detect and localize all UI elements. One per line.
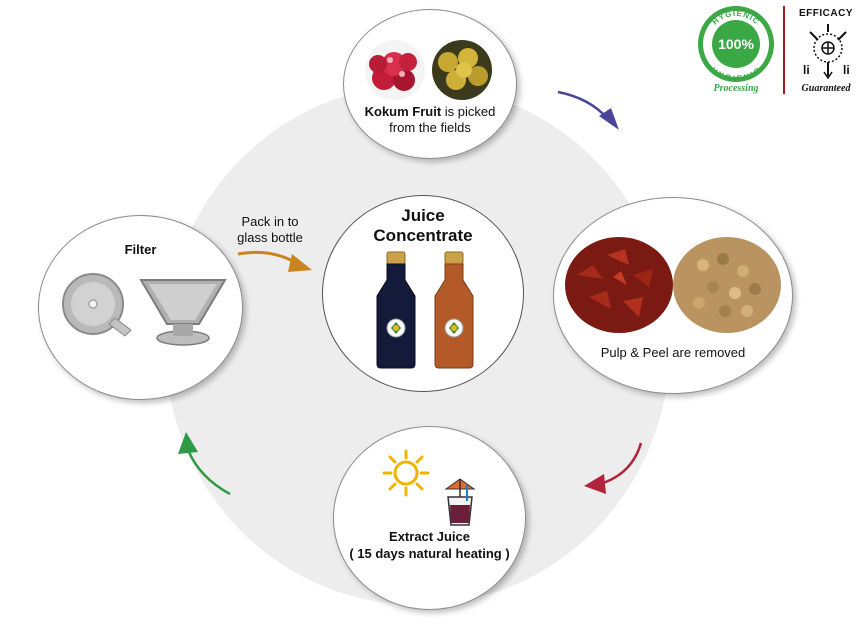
dark-juice-bottle bbox=[376, 251, 416, 369]
step-extract-node: Extract Juice ( 15 days natural heating … bbox=[333, 426, 526, 610]
efficacy-title: EFFICACY bbox=[799, 8, 853, 19]
sun-icon bbox=[382, 449, 430, 497]
center-title-line1: Juice bbox=[401, 206, 445, 225]
juice-concentrate-node: Juice Concentrate bbox=[322, 195, 524, 392]
efficacy-caption: Guaranteed bbox=[801, 83, 851, 94]
svg-text:li: li bbox=[803, 63, 810, 77]
hygienic-badge: HYGIENIC HYGIENIC 100% bbox=[698, 6, 774, 83]
arrow-top-to-right bbox=[557, 90, 619, 130]
pick-label: Kokum Fruit is picked from the fields bbox=[344, 104, 516, 136]
step-pulp-node: Pulp & Peel are removed bbox=[553, 197, 793, 394]
filter-title: Filter bbox=[124, 242, 157, 257]
hygienic-caption: Processing bbox=[713, 83, 759, 94]
pick-label-rest: is picked bbox=[441, 104, 496, 119]
arrow-bottom-to-left bbox=[178, 432, 231, 496]
kokum-fruit-image bbox=[365, 40, 492, 100]
arrow-right-to-bottom bbox=[584, 442, 643, 494]
pick-label-line2: from the fields bbox=[389, 120, 471, 135]
amber-juice-bottle bbox=[434, 251, 474, 369]
center-title-line2: Concentrate bbox=[373, 226, 473, 245]
juice-glass-icon bbox=[444, 478, 476, 526]
efficacy-target-icon: li li bbox=[803, 24, 850, 80]
extract-subtitle: ( 15 days natural heating ) bbox=[349, 546, 510, 561]
pick-label-bold: Kokum Fruit bbox=[364, 104, 442, 119]
step-pick-fruit-node: Kokum Fruit is picked from the fields bbox=[343, 9, 517, 159]
pack-note: Pack in to glass bottle bbox=[226, 214, 314, 246]
pulp-peel-image bbox=[565, 237, 781, 333]
badge-divider bbox=[783, 6, 785, 94]
step-filter-node: Filter bbox=[38, 215, 243, 400]
filter-image bbox=[62, 273, 227, 346]
pack-note-line2: glass bottle bbox=[237, 230, 303, 245]
pack-arrow bbox=[237, 250, 312, 272]
svg-text:li: li bbox=[843, 63, 850, 77]
extract-title: Extract Juice bbox=[389, 529, 470, 544]
pack-note-line1: Pack in to bbox=[241, 214, 299, 229]
pulp-label: Pulp & Peel are removed bbox=[600, 345, 746, 360]
hygienic-center-text: 100% bbox=[718, 36, 754, 52]
